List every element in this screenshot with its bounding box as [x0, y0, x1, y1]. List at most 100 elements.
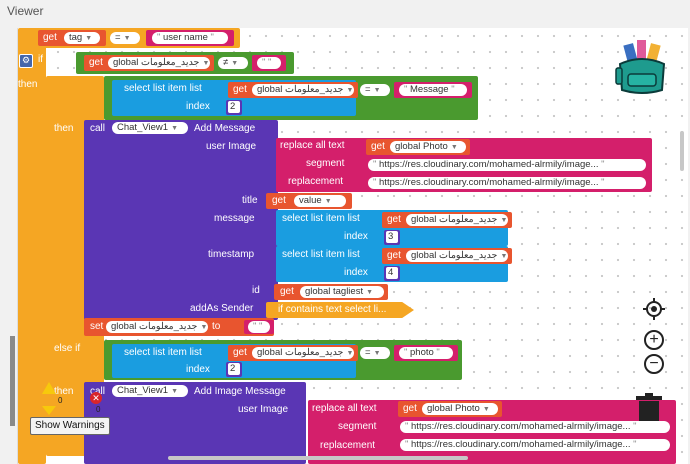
global-photo-dropdown[interactable]: global Photo▼ — [422, 403, 498, 415]
global-var-dropdown[interactable]: global جديد_معلومات▼ — [252, 347, 354, 359]
tag-text: tag — [69, 32, 83, 43]
chevron-down-icon: ▼ — [482, 406, 490, 413]
select-label: select list item list — [124, 83, 202, 94]
chevron-down-icon: ▼ — [324, 198, 332, 205]
get-label: get — [403, 403, 417, 414]
message-text-field[interactable]: " Message " — [399, 84, 467, 96]
eq-text: = — [115, 32, 121, 43]
get-global-block[interactable]: get global جديد_معلومات▼ — [382, 212, 512, 228]
get-label: get — [371, 141, 385, 152]
global-var-dropdown[interactable]: global جديد_معلومات▼ — [252, 84, 354, 96]
trash-icon[interactable] — [634, 392, 664, 422]
call-label: call — [90, 123, 106, 134]
segment-url-text: https://res.cloudinary.com/mohamed-alrmi… — [379, 159, 599, 170]
username-text-block[interactable]: " user name " — [146, 30, 234, 46]
global-text: global — [257, 347, 283, 358]
get-tagliest-block[interactable]: get global tagliest▼ — [274, 284, 388, 300]
if-label: if — [38, 54, 43, 65]
index-number-field[interactable]: 2 — [228, 363, 240, 375]
global-var-dropdown[interactable]: global جديد_معلومات▼ — [406, 214, 508, 226]
get-global-block[interactable]: get global جديد_معلومات▼ — [228, 345, 358, 361]
tagliest-text: global tagliest — [305, 286, 364, 297]
photo-text-block[interactable]: " photo " — [394, 345, 458, 361]
global-photo-dropdown[interactable]: global Photo▼ — [390, 141, 466, 153]
tag-dropdown[interactable]: tag▼ — [64, 32, 100, 44]
zoom-out-button[interactable]: − — [644, 354, 664, 374]
replacement-url-field[interactable]: " https://res.cloudinary.com/mohamed-alr… — [400, 439, 670, 451]
segment-url-field[interactable]: " https://res.cloudinary.com/mohamed-alr… — [368, 159, 646, 171]
index-number-block[interactable]: 4 — [384, 266, 400, 281]
replace-all-label: replace all text — [280, 140, 345, 151]
add-image-message-call-block[interactable]: call Chat_View1▼ Add Image Message user … — [84, 382, 306, 464]
get-value-block[interactable]: get value▼ — [266, 193, 352, 209]
global-text: global — [257, 84, 283, 95]
value-dropdown[interactable]: value▼ — [294, 195, 346, 207]
warning-arrow-down-icon[interactable] — [42, 406, 56, 415]
timestamp-label: timestamp — [208, 249, 255, 260]
get-global-block[interactable]: get global جديد_معلومات▼ — [84, 55, 214, 71]
vertical-scrollbar[interactable] — [680, 131, 684, 171]
error-icon[interactable]: ✕ — [90, 392, 102, 404]
index-number-field[interactable]: 3 — [386, 231, 398, 243]
global-var-dropdown[interactable]: global جديد_معلومات▼ — [108, 57, 210, 69]
tagliest-dropdown[interactable]: global tagliest▼ — [300, 286, 384, 298]
index-number-block[interactable]: 2 — [226, 362, 242, 377]
call-label: call — [90, 386, 105, 398]
warning-icon[interactable] — [42, 382, 56, 394]
message-text-block[interactable]: " Message " — [394, 82, 472, 98]
chevron-down-icon: ▼ — [450, 144, 458, 151]
index-number-block[interactable]: 3 — [384, 230, 400, 245]
get-global-block[interactable]: get global جديد_معلومات▼ — [382, 248, 512, 264]
blocks-workspace[interactable]: get tag▼ =▼ " user name " ⚙ if get globa… — [17, 28, 688, 464]
index-value: 4 — [388, 267, 394, 278]
username-field[interactable]: " user name " — [152, 32, 228, 44]
get-tag-block[interactable]: get tag▼ — [38, 30, 106, 46]
get-global-block[interactable]: get global جديد_معلومات▼ — [228, 82, 358, 98]
replacement-label: replacement — [288, 176, 344, 187]
component-dropdown[interactable]: Chat_View1▼ — [112, 385, 188, 397]
gear-icon[interactable]: ⚙ — [19, 54, 33, 68]
global-var-dropdown[interactable]: global جديد_معلومات▼ — [406, 250, 508, 262]
photo-text-field[interactable]: " photo " — [399, 347, 453, 359]
user-image-label: user Image — [206, 141, 257, 152]
get-label: get — [387, 214, 401, 225]
replacement-url-field[interactable]: " https://res.cloudinary.com/mohamed-alr… — [368, 177, 646, 189]
zoom-in-button[interactable]: + — [644, 330, 664, 350]
chevron-down-icon: ▼ — [171, 388, 178, 395]
segment-label: segment — [306, 158, 345, 169]
index-number-block[interactable]: 2 — [226, 100, 242, 115]
chevron-down-icon: ▼ — [202, 60, 210, 67]
neq-dropdown[interactable]: ≠▼ — [218, 57, 248, 69]
if-contains-block[interactable]: if contains text select li... — [266, 302, 414, 318]
empty-text-block[interactable]: " " — [244, 320, 274, 334]
show-warnings-button[interactable]: Show Warnings — [30, 417, 110, 435]
get-global-photo-block[interactable]: get global Photo▼ — [398, 401, 502, 417]
component-text: Chat_View1 — [117, 122, 169, 133]
get-global-photo-block[interactable]: get global Photo▼ — [366, 139, 470, 155]
set-global-block[interactable]: set global جديد_معلومات▼ to — [84, 318, 274, 336]
horizontal-scrollbar[interactable] — [168, 456, 468, 460]
segment-url-field[interactable]: " https://res.cloudinary.com/mohamed-alr… — [400, 421, 670, 433]
equals-dropdown[interactable]: =▼ — [110, 32, 140, 44]
chevron-down-icon: ▼ — [373, 350, 381, 357]
chevron-down-icon: ▼ — [366, 289, 374, 296]
chevron-down-icon: ▼ — [231, 60, 239, 67]
empty-text-field[interactable]: " " — [257, 57, 281, 69]
component-dropdown[interactable]: Chat_View1▼ — [112, 122, 188, 134]
add-as-sender-label: addAs Sender — [190, 303, 254, 314]
empty-text-field[interactable]: " " — [248, 321, 270, 333]
outer-event-bar[interactable] — [18, 28, 46, 464]
chevron-down-icon: ▼ — [373, 87, 381, 94]
equals-dropdown[interactable]: =▼ — [360, 84, 390, 96]
var-text: جديد_معلومات — [285, 84, 344, 95]
index-number-field[interactable]: 2 — [228, 101, 240, 113]
global-photo-text: global Photo — [395, 141, 448, 152]
equals-dropdown[interactable]: =▼ — [360, 347, 390, 359]
recenter-icon[interactable] — [643, 298, 665, 320]
index-number-field[interactable]: 4 — [386, 267, 398, 279]
pane-splitter[interactable] — [10, 336, 15, 426]
add-message-call-block[interactable]: call Chat_View1▼ Add Message user Image … — [84, 120, 278, 320]
photo-text: photo — [410, 347, 434, 358]
global-var-dropdown[interactable]: global جديد_معلومات▼ — [106, 321, 208, 333]
empty-text-block[interactable]: " " — [252, 55, 286, 71]
